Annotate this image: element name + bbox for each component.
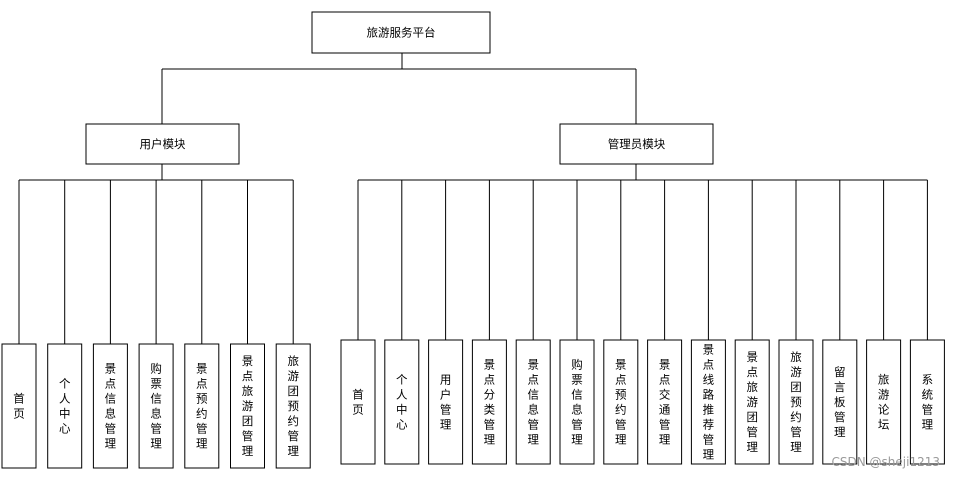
admin-leaf-node-label: 景点预约管理 (615, 358, 627, 447)
admin-leaf-node-label: 景点旅游团管理 (746, 350, 758, 454)
admin-leaf-node: 景点交通管理 (647, 339, 683, 465)
admin-leaf-node-box (428, 339, 464, 465)
user-leaf-node-label: 景点信息管理 (105, 362, 117, 451)
user-leaf-node: 购票信息管理 (138, 343, 174, 469)
admin-leaf-node-label: 旅游团预约管理 (790, 350, 802, 454)
admin-leaf-node: 旅游论坛 (866, 339, 902, 465)
admin-leaf-node: 旅游团预约管理 (778, 339, 814, 465)
admin-leaf-node-box (559, 339, 595, 465)
admin-leaf-node: 购票信息管理 (559, 339, 595, 465)
admin-leaf-node: 景点预约管理 (603, 339, 639, 465)
user-leaf-node-box (1, 343, 37, 469)
admin-leaf-node: 景点信息管理 (515, 339, 551, 465)
admin-leaf-node-box (647, 339, 683, 465)
admin-leaf-node-label: 系统管理 (922, 373, 934, 432)
admin-leaf-node-label: 景点交通管理 (659, 358, 671, 447)
admin-leaf-node-box (866, 339, 902, 465)
admin-leaf-node-label: 景点分类管理 (484, 358, 496, 447)
admin-leaf-node-label: 景点线路推荐管理 (703, 343, 715, 462)
user-leaf-node-box (47, 343, 83, 469)
user-leaf-node-label: 景点预约管理 (196, 362, 208, 451)
root-node-box (311, 11, 491, 54)
admin-leaf-node-box (603, 339, 639, 465)
admin-leaf-node-box (471, 339, 507, 465)
user-leaf-node-label: 首页 (13, 392, 25, 421)
user-leaf-node-label: 个人中心 (59, 377, 71, 436)
admin-leaf-node-label: 首页 (352, 388, 364, 417)
admin-leaf-node-label: 个人中心 (396, 373, 408, 432)
admin-leaf-node-label: 留言板管理 (834, 365, 846, 439)
root-node-label: 旅游服务平台 (367, 26, 436, 40)
watermark: CSDN @sheji1213 (831, 455, 940, 469)
admin-module-node-label: 管理员模块 (608, 137, 666, 151)
admin-leaf-node-box (822, 339, 858, 465)
admin-module-node-box (559, 123, 714, 165)
user-leaf-node: 首页 (1, 343, 37, 469)
admin-leaf-node: 留言板管理 (822, 339, 858, 465)
admin-leaf-node-box (690, 339, 726, 465)
user-module-node-label: 用户模块 (140, 137, 186, 151)
admin-leaf-node: 首页 (340, 339, 376, 465)
user-leaf-node-box (275, 343, 311, 469)
user-leaf-node-box (184, 343, 220, 469)
admin-leaf-node-box (734, 339, 770, 465)
admin-leaf-node: 个人中心 (384, 339, 420, 465)
admin-leaf-node: 系统管理 (909, 339, 945, 465)
user-leaf-node-box (138, 343, 174, 469)
admin-leaf-node: 景点分类管理 (471, 339, 507, 465)
admin-leaf-node-box (909, 339, 945, 465)
admin-leaf-node-label: 购票信息管理 (571, 358, 583, 447)
user-leaf-node-label: 购票信息管理 (150, 362, 162, 451)
user-module-node: 用户模块 (85, 123, 240, 165)
admin-leaf-node: 景点旅游团管理 (734, 339, 770, 465)
admin-leaf-node-box (384, 339, 420, 465)
admin-leaf-node-label: 旅游论坛 (878, 373, 890, 432)
user-leaf-node: 景点信息管理 (92, 343, 128, 469)
user-leaf-node: 景点旅游团管理 (230, 343, 265, 469)
admin-leaf-node-label: 用户管理 (440, 373, 452, 432)
root-node: 旅游服务平台 (311, 11, 491, 54)
user-module-node-box (85, 123, 240, 165)
admin-leaf-node-box (340, 339, 376, 465)
admin-leaf-node-box (515, 339, 551, 465)
admin-leaf-node: 用户管理 (428, 339, 464, 465)
admin-leaf-node: 景点线路推荐管理 (690, 339, 726, 465)
user-leaf-node-box (92, 343, 128, 469)
user-leaf-node: 旅游团预约管理 (275, 343, 311, 469)
user-leaf-node-label: 景点旅游团管理 (242, 354, 254, 458)
user-leaf-node: 景点预约管理 (184, 343, 220, 469)
admin-leaf-node-box (778, 339, 814, 465)
user-leaf-node: 个人中心 (47, 343, 83, 469)
user-leaf-node-box (230, 343, 265, 469)
user-leaf-node-label: 旅游团预约管理 (287, 354, 299, 458)
admin-leaf-node-label: 景点信息管理 (527, 358, 539, 447)
admin-module-node: 管理员模块 (559, 123, 714, 165)
